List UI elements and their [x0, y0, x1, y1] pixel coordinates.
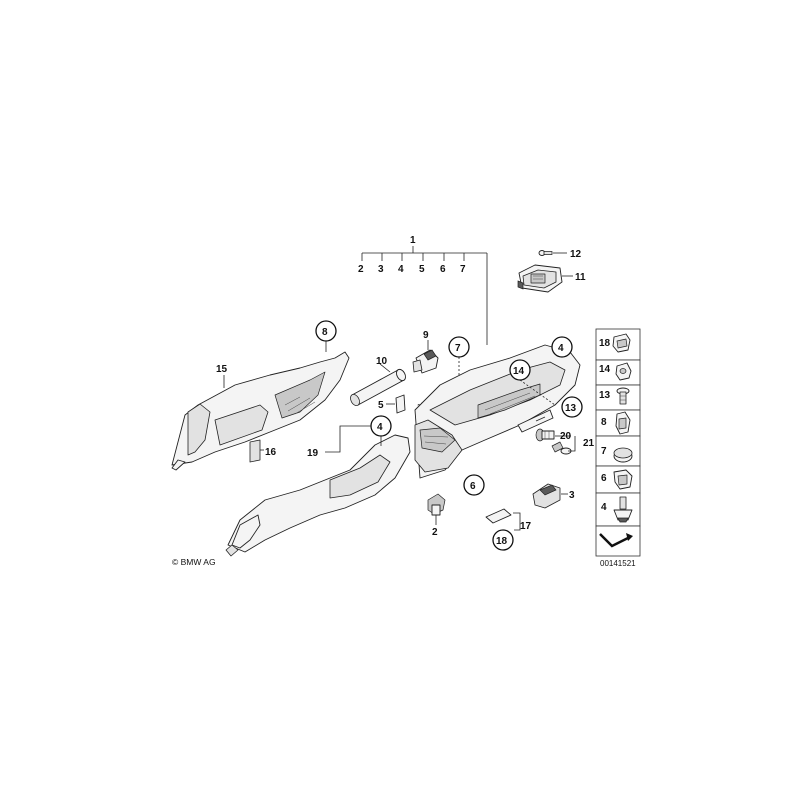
switch-part-9 [412, 340, 439, 374]
callout-3: 3 [378, 264, 384, 275]
leader-14 [519, 379, 556, 406]
callout-10: 10 [376, 356, 388, 367]
legend-num-6: 6 [601, 473, 607, 484]
callout-1: 1 [410, 235, 416, 246]
callout-4-top: 4 [558, 343, 564, 354]
callout-21: 21 [583, 438, 595, 449]
callout-12: 12 [570, 249, 582, 260]
callout-6: 6 [440, 264, 446, 275]
glove-box-part-1 [414, 344, 581, 479]
rivet-icon [613, 496, 633, 523]
leader-7 [417, 357, 460, 430]
callout-7-circle: 7 [455, 343, 461, 354]
assembly-bracket [361, 246, 488, 345]
legend-num-13: 13 [599, 390, 611, 401]
clip-icon [613, 469, 633, 490]
callout-circle-18 [492, 529, 514, 551]
plate-part-5 [386, 394, 406, 414]
legend-num-18: 18 [599, 338, 611, 349]
legend-num-8: 8 [601, 417, 607, 428]
screw-part-12 [538, 250, 567, 256]
callout-circle-13 [561, 396, 583, 418]
legend-num-14: 14 [599, 364, 611, 375]
leader-21 [568, 436, 576, 452]
legend-num-4: 4 [601, 502, 607, 513]
bolt-part-21 [551, 441, 572, 455]
callout-circle-6 [463, 474, 485, 496]
clip-icon [615, 411, 631, 435]
legend-table [595, 328, 641, 557]
pad-part-3 [532, 483, 568, 509]
callout-16: 16 [265, 447, 277, 458]
callout-8: 8 [322, 327, 328, 338]
callout-11: 11 [575, 272, 586, 283]
tube-part-10 [350, 363, 406, 407]
callout-circle-4-top [551, 336, 573, 358]
knee-bolster-part-15 [171, 351, 350, 471]
bolt-part-20 [535, 428, 555, 442]
callout-13: 13 [565, 403, 577, 414]
catalog-number: 00141521 [600, 559, 636, 568]
callout-2-bottom: 2 [432, 527, 438, 538]
callout-2: 2 [358, 264, 364, 275]
shelf-part-19 [225, 434, 411, 557]
callout-7: 7 [460, 264, 466, 275]
leader-19 [325, 425, 371, 453]
callout-19: 19 [307, 448, 319, 459]
callout-6-circle: 6 [470, 481, 476, 492]
callout-4: 4 [398, 264, 404, 275]
callout-4-mid: 4 [377, 422, 383, 433]
pad-part-17 [485, 508, 521, 531]
cap-icon [613, 447, 633, 463]
clip-part-2 [427, 493, 446, 525]
callout-3-side: 3 [569, 490, 575, 501]
callout-18: 18 [496, 536, 508, 547]
callout-5: 5 [419, 264, 425, 275]
callout-14: 14 [513, 366, 525, 377]
callout-9: 9 [423, 330, 429, 341]
callout-17: 17 [520, 521, 532, 532]
callout-20: 20 [560, 431, 572, 442]
clip-icon [612, 333, 631, 353]
callout-15: 15 [216, 364, 228, 375]
copyright-text: © BMW AG [172, 557, 216, 567]
screw-icon [616, 387, 630, 405]
lamp-part-11 [517, 264, 573, 293]
legend-num-7: 7 [601, 446, 607, 457]
arrow-icon [599, 533, 633, 548]
nut-icon [615, 362, 632, 381]
callout-5-side: 5 [378, 400, 384, 411]
